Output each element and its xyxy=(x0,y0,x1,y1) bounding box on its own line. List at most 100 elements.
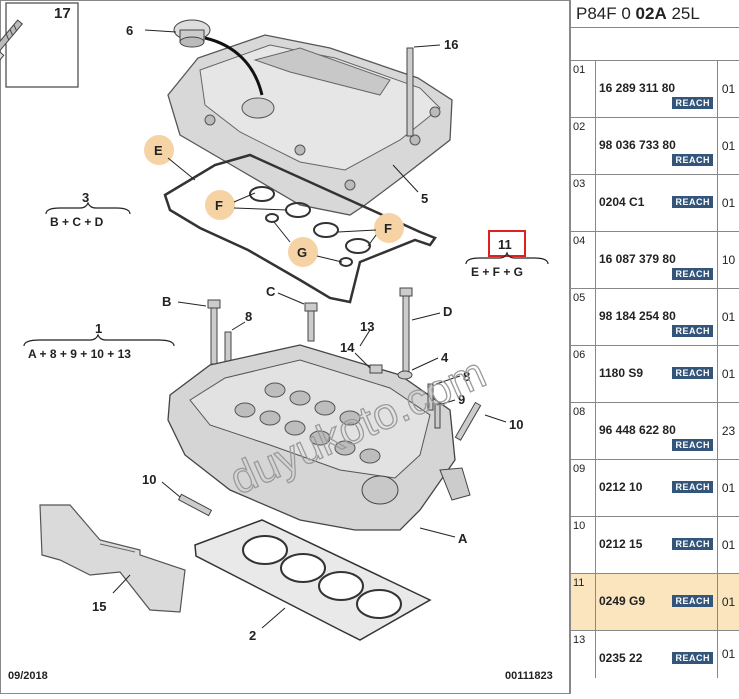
reach-badge[interactable]: REACH xyxy=(672,196,713,208)
exploded-parts-diagram: 17 6 16 E F xyxy=(0,0,570,694)
group-11-formula: E + F + G xyxy=(471,265,523,279)
part-reference: 0249 G9 xyxy=(599,594,646,608)
part-reference: 1180 S9 xyxy=(599,366,644,380)
part-17-box[interactable] xyxy=(0,2,79,88)
oil-filler-cap[interactable] xyxy=(173,19,211,48)
group-1-formula: A + 8 + 9 + 10 + 13 xyxy=(28,347,131,361)
svg-text:E: E xyxy=(154,143,163,158)
callout-6: 6 xyxy=(126,23,133,38)
washer-4[interactable] xyxy=(397,370,413,380)
part-reference: 16 289 311 80 xyxy=(599,81,676,95)
stud-10-right[interactable] xyxy=(454,401,482,441)
part-number: 04 xyxy=(571,232,596,288)
part-row-10[interactable]: 10 0212 15 REACH 01 xyxy=(571,517,739,574)
part-row-11-selected[interactable]: 11 0249 G9 REACH 01 xyxy=(571,574,739,631)
part-reference: 98 184 254 80 xyxy=(599,309,676,323)
part-row-02[interactable]: 02 98 036 733 80 REACH 01 xyxy=(571,118,739,175)
part-row-01[interactable]: 01 16 289 311 80 REACH 01 xyxy=(571,61,739,118)
part-reference: 0212 15 xyxy=(599,537,643,551)
part-number: 05 xyxy=(571,289,596,345)
bolt-C[interactable] xyxy=(304,302,318,342)
callout-5: 5 xyxy=(421,191,428,206)
reach-badge[interactable]: REACH xyxy=(672,538,713,550)
callout-E[interactable]: E xyxy=(144,135,174,165)
model-code: 02A xyxy=(635,4,667,23)
part-number: 09 xyxy=(571,460,596,516)
callout-4: 4 xyxy=(441,350,449,365)
part-quantity: 10 xyxy=(717,232,739,288)
valve-cover[interactable] xyxy=(167,34,453,216)
callout-8-right: 8 xyxy=(463,369,470,384)
callout-F-right[interactable]: F xyxy=(374,213,404,243)
part-quantity: 01 xyxy=(717,118,739,174)
part-quantity: 01 xyxy=(717,574,739,630)
part-row-04[interactable]: 04 16 087 379 80 REACH 10 xyxy=(571,232,739,289)
svg-text:G: G xyxy=(297,245,307,260)
part-row-08[interactable]: 08 96 448 622 80 REACH 23 xyxy=(571,403,739,460)
heat-shield[interactable] xyxy=(39,504,186,613)
model-header: P84F 0 02A 25L xyxy=(571,0,739,28)
callout-D: D xyxy=(443,304,452,319)
callout-13: 13 xyxy=(360,319,374,334)
part-row-03[interactable]: 03 0204 C1 REACH 01 xyxy=(571,175,739,232)
part-row-05[interactable]: 05 98 184 254 80 REACH 01 xyxy=(571,289,739,346)
callout-16: 16 xyxy=(444,37,458,52)
stud-10-left[interactable] xyxy=(177,493,213,517)
selected-callout-box[interactable] xyxy=(488,230,526,257)
part-reference: 96 448 622 80 xyxy=(599,423,676,437)
callout-8-left: 8 xyxy=(245,309,252,324)
reach-badge[interactable]: REACH xyxy=(672,367,713,379)
callout-F-left[interactable]: F xyxy=(205,190,235,220)
parts-list-panel: P84F 0 02A 25L 01 16 289 311 80 REACH 01… xyxy=(570,0,739,694)
stud-9[interactable] xyxy=(434,403,441,429)
part-quantity: 01 xyxy=(717,631,739,678)
header-spacer xyxy=(571,28,739,61)
part-reference: 16 087 379 80 xyxy=(599,252,676,266)
callout-B: B xyxy=(162,294,171,309)
callout-9: 9 xyxy=(458,392,465,407)
callout-3: 3 xyxy=(82,190,89,205)
reach-badge[interactable]: REACH xyxy=(672,97,713,109)
group-3-formula: B + C + D xyxy=(50,215,104,229)
part-quantity: 01 xyxy=(717,460,739,516)
part-quantity: 01 xyxy=(717,517,739,573)
part-reference: 0204 C1 xyxy=(599,195,645,209)
reach-badge[interactable]: REACH xyxy=(672,268,713,280)
part-number: 10 xyxy=(571,517,596,573)
cover-gasket[interactable] xyxy=(163,153,437,304)
part-number: 11 xyxy=(571,574,596,630)
reach-badge[interactable]: REACH xyxy=(672,154,713,166)
reach-badge[interactable]: REACH xyxy=(672,325,713,337)
part-quantity: 01 xyxy=(717,289,739,345)
bolt-D[interactable] xyxy=(399,287,413,375)
part-row-06[interactable]: 06 1180 S9 REACH 01 xyxy=(571,346,739,403)
part-number: 03 xyxy=(571,175,596,231)
callout-C: C xyxy=(266,284,276,299)
callout-15: 15 xyxy=(92,599,106,614)
part-quantity: 01 xyxy=(717,61,739,117)
callout-G[interactable]: G xyxy=(288,237,318,267)
callout-14: 14 xyxy=(340,340,355,355)
callout-2: 2 xyxy=(249,628,256,643)
cylinder-head[interactable] xyxy=(167,344,471,531)
part-number: 06 xyxy=(571,346,596,402)
part-row-13[interactable]: 13 0235 22 REACH 01 xyxy=(571,631,739,678)
reach-badge[interactable]: REACH xyxy=(672,652,713,664)
part-row-09[interactable]: 09 0212 10 REACH 01 xyxy=(571,460,739,517)
callout-10-left: 10 xyxy=(142,472,156,487)
reach-badge[interactable]: REACH xyxy=(672,439,713,451)
sensor-14[interactable] xyxy=(369,364,383,374)
model-suffix: 25L xyxy=(666,4,700,23)
head-gasket[interactable] xyxy=(194,519,432,641)
callout-11: 11 xyxy=(498,237,512,252)
callout-1: 1 xyxy=(95,321,102,336)
diagram-code: 00111823 xyxy=(505,670,553,682)
part-number: 13 xyxy=(571,631,596,678)
stud-8-left[interactable] xyxy=(224,331,232,365)
bolt-B[interactable] xyxy=(207,299,221,365)
stud-16[interactable] xyxy=(406,47,414,137)
part-number: 08 xyxy=(571,403,596,459)
reach-badge[interactable]: REACH xyxy=(672,595,713,607)
stud-8-right[interactable] xyxy=(427,383,434,411)
reach-badge[interactable]: REACH xyxy=(672,481,713,493)
